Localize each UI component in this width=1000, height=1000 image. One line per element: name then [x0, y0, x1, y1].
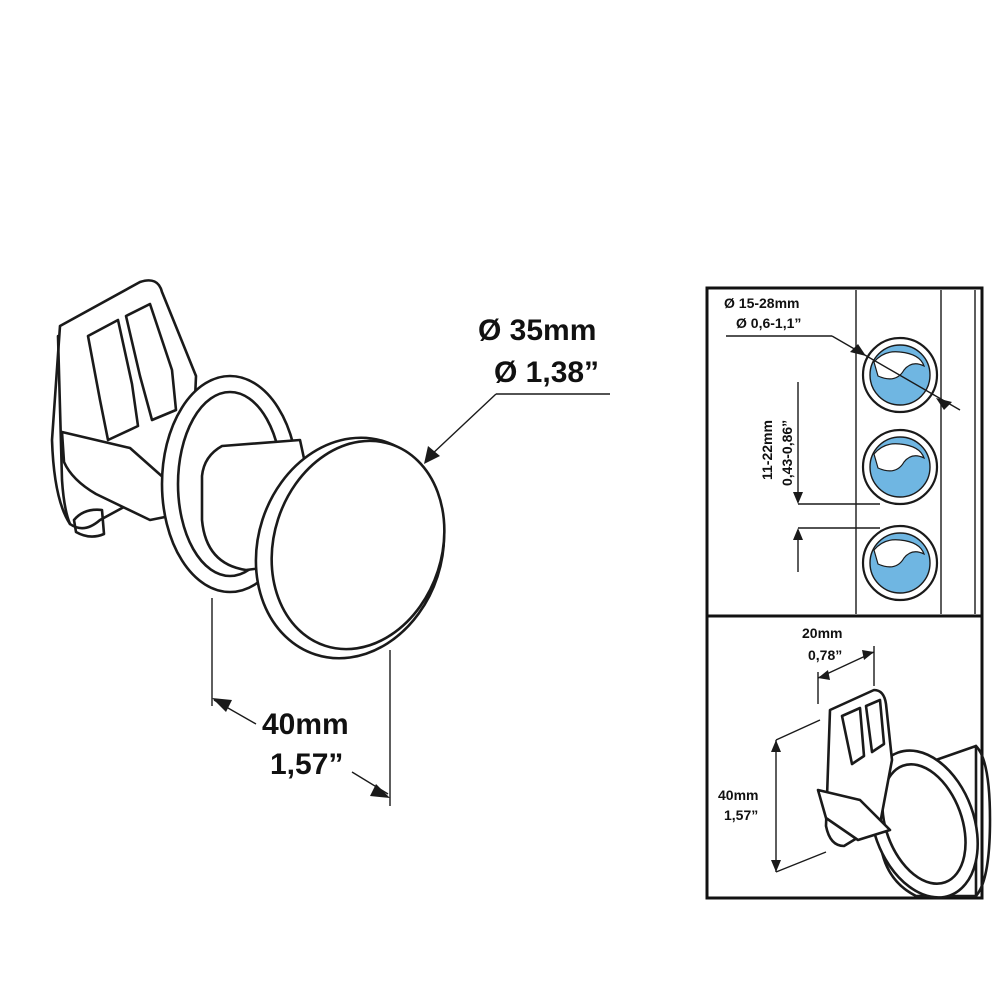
clip-width-label-in: 0,78”	[808, 647, 842, 663]
pipe-diameter-label-mm: Ø 15-28mm	[724, 295, 799, 311]
length-label-mm: 40mm	[262, 708, 349, 741]
spacing-label-in: 0,43-0,86”	[779, 420, 795, 486]
diameter-callout: Ø 35mm Ø 1,38”	[424, 314, 610, 464]
detail-clip-view: 20mm 0,78” 40mm 1,57”	[718, 625, 992, 899]
knob-face	[270, 439, 446, 651]
length-arrowhead-left	[212, 698, 232, 712]
plate-slot-left	[86, 318, 140, 442]
spacing-label-mm: 11-22mm	[759, 420, 775, 480]
length-label-in: 1,57”	[270, 748, 343, 781]
diameter-label-mm: Ø 35mm	[478, 314, 596, 347]
pipe-middle	[861, 428, 939, 506]
length-arrowhead-right	[370, 784, 390, 798]
clip-detail-arm	[816, 788, 892, 842]
clip-width-label-mm: 20mm	[802, 625, 842, 641]
pipe-bottom	[861, 524, 939, 602]
clip-height-label-mm: 40mm	[718, 787, 758, 803]
clip-detail-flange	[869, 749, 979, 899]
diameter-label-in: Ø 1,38”	[494, 356, 599, 389]
pipe-diameter-label-in: Ø 0,6-1,1”	[736, 315, 801, 331]
detail-rail-view: Ø 15-28mm Ø 0,6-1,1” 11-22mm 0,43-0,86”	[724, 290, 976, 614]
diameter-arrowhead	[424, 446, 440, 464]
length-callout: 40mm 1,57”	[211, 598, 391, 806]
clip-height-label-in: 1,57”	[724, 807, 758, 823]
plate-slot-right	[124, 302, 178, 422]
holder-main-drawing	[50, 279, 446, 660]
